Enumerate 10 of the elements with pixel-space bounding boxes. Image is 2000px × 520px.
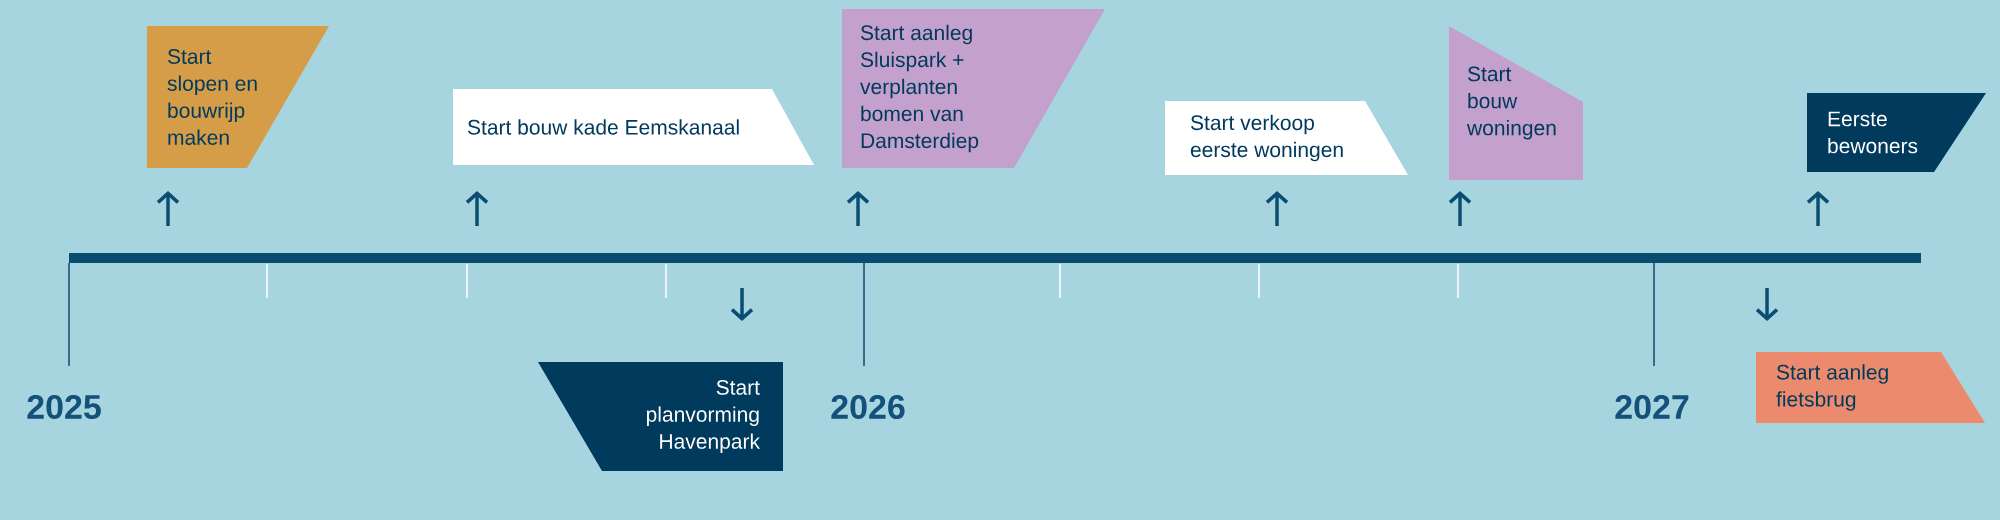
- milestone-card: Start aanleg Sluispark + verplanten bomen van Damsterdiep: [842, 9, 1105, 168]
- milestone-card: Start verkoop eerste woningen: [1165, 101, 1408, 175]
- year-label: 2026: [831, 394, 905, 420]
- year-label: 2027: [1615, 394, 1689, 420]
- milestone-card: Start bouw kade Eemskanaal: [453, 89, 814, 165]
- milestone-card: Eerste bewoners: [1807, 93, 1986, 172]
- milestone-card: Start bouw woningen: [1449, 26, 1583, 180]
- year-label: 2025: [27, 394, 101, 420]
- milestone-card: Start slopen en bouwrijp maken: [147, 26, 329, 168]
- milestone-card: Start planvorming Havenpark: [538, 362, 783, 471]
